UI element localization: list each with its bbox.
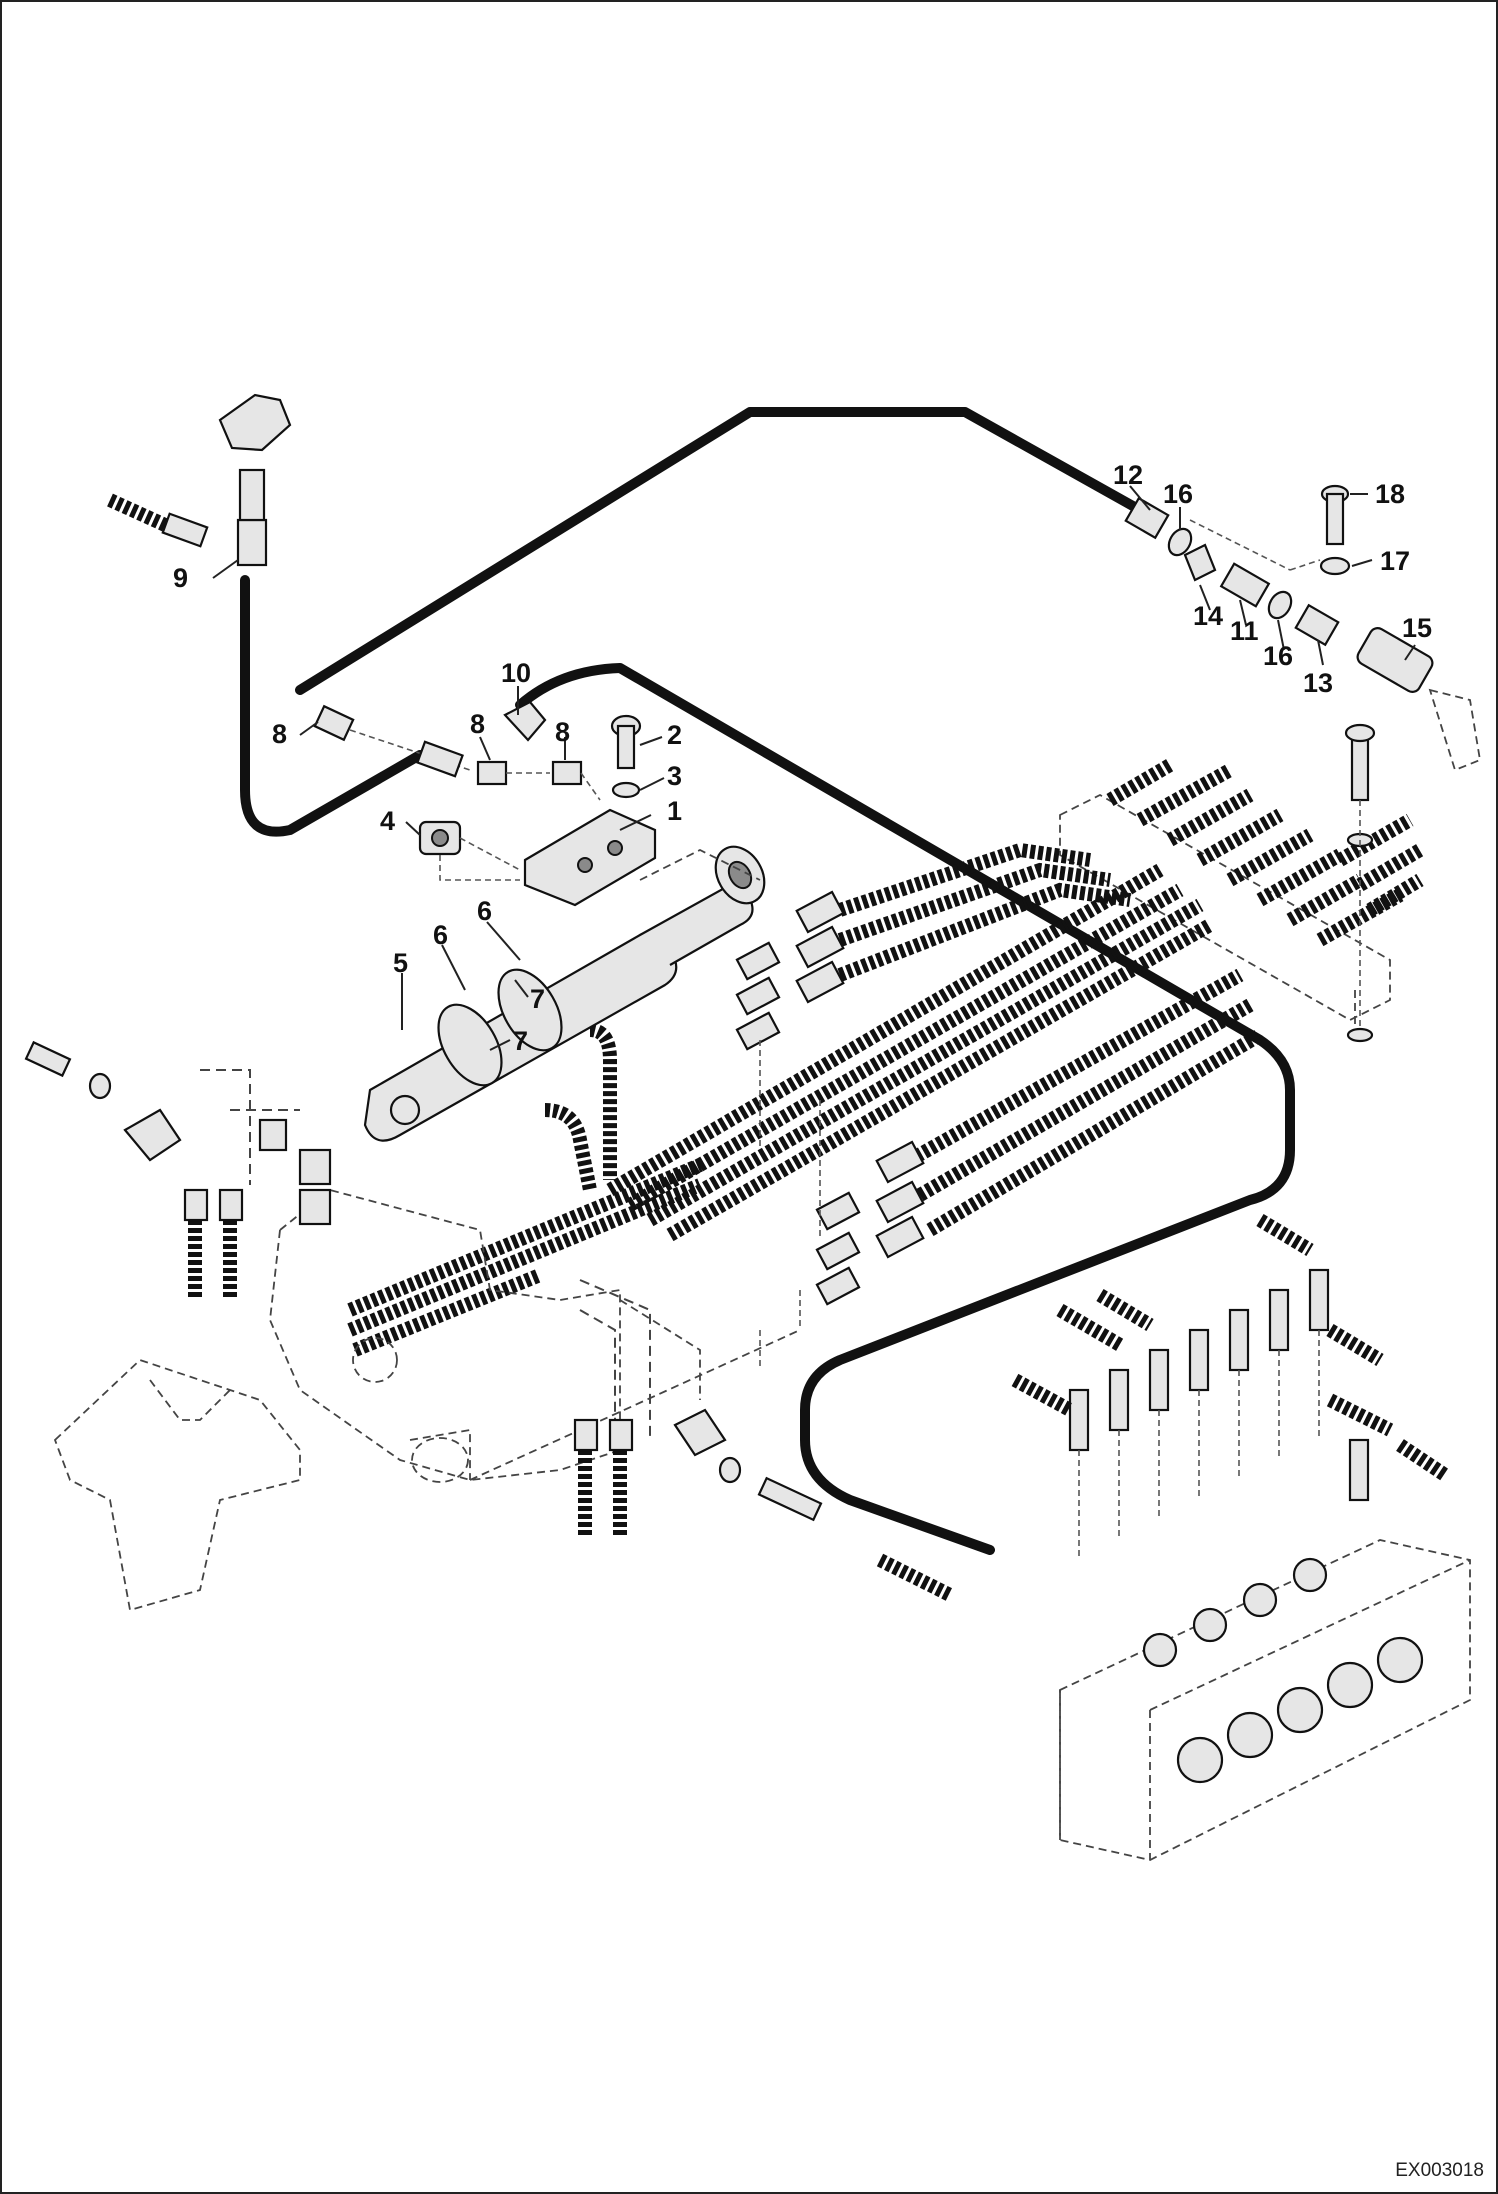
callout-6-lower: 6 [433, 920, 448, 950]
bolt-18 [1320, 484, 1350, 546]
hose-upper-return [295, 407, 1145, 695]
callout-4: 4 [380, 806, 395, 836]
callout-17: 17 [1380, 546, 1410, 576]
callout-7-lower: 7 [513, 1026, 528, 1056]
cylinder-icon [363, 845, 766, 1142]
washer-3 [611, 781, 641, 799]
hose-bracket [1059, 793, 1391, 1040]
boom-foot-ghost [269, 1189, 801, 1483]
callout-14: 14 [1193, 601, 1223, 631]
callout-16-lower: 16 [1263, 641, 1293, 671]
sensor-4 [418, 820, 521, 881]
fitting-assembly-9 [107, 393, 292, 567]
hose-vertical-left [240, 575, 425, 837]
left-hose-group [183, 1069, 651, 1535]
callout-13: 13 [1303, 668, 1333, 698]
valve-block-1 [523, 808, 657, 907]
callout-8-left: 8 [272, 719, 287, 749]
callout-9: 9 [173, 563, 188, 593]
callout-6-upper: 6 [477, 896, 492, 926]
callout-5: 5 [393, 948, 408, 978]
callout-labels: 1 2 3 4 5 6 6 7 7 8 8 8 9 10 11 12 13 14… [173, 460, 1432, 1056]
swing-frame-ghost [53, 1358, 301, 1612]
drawing-code-label: EX003018 [1395, 2160, 1484, 2181]
hose-long-diagonal [515, 663, 1295, 1555]
callout-16-upper: 16 [1163, 479, 1193, 509]
callout-7-upper: 7 [530, 984, 545, 1014]
callout-8-right: 8 [555, 717, 570, 747]
left-fittings [24, 1040, 823, 1522]
bracket-hose-group [1106, 758, 1424, 947]
control-valve-icon [1142, 1557, 1424, 1784]
callout-2: 2 [667, 720, 682, 750]
bracket-bolt [1344, 723, 1376, 1043]
leader-lines [212, 485, 1416, 1051]
elbow-10 [416, 700, 547, 778]
callout-8-middle: 8 [470, 709, 485, 739]
callout-11: 11 [1230, 616, 1259, 646]
hose-bundle-lower [347, 1023, 703, 1357]
callout-18: 18 [1375, 479, 1405, 509]
hose-bundle-main [606, 842, 1264, 1242]
control-valve-block [1059, 1539, 1471, 1861]
fitting-chain-right [1124, 496, 1482, 772]
callout-3: 3 [667, 761, 682, 791]
callout-1: 1 [667, 796, 682, 826]
washer-17 [1319, 556, 1351, 576]
callout-15: 15 [1402, 613, 1432, 643]
bolt-2 [610, 714, 642, 770]
valve-hose-ends [876, 1213, 1449, 1602]
hose-fittings-mid [735, 890, 925, 1370]
callout-10: 10 [501, 658, 531, 688]
callout-12: 12 [1113, 460, 1143, 490]
valve-fittings [1068, 1268, 1370, 1560]
